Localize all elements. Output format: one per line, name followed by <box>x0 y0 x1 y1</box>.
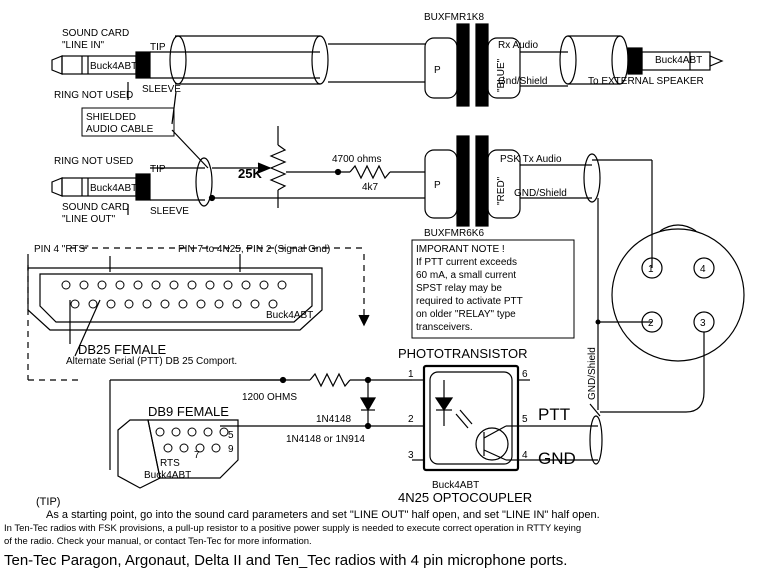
sleeve-out: SLEEVE <box>150 206 189 217</box>
note-line-1: IMPORANT NOTE ! <box>416 244 505 255</box>
pot-label: 25K <box>238 166 262 181</box>
pin7-label: PIN 7 to 4N25, PIN 2 (Signal Gnd) <box>178 244 330 255</box>
shielded-label-2: AUDIO CABLE <box>86 124 154 135</box>
important-note-box <box>411 239 575 339</box>
line-in-label: "LINE IN" <box>62 40 105 51</box>
speaker-plug <box>627 47 724 75</box>
shielded-label-1: SHIELDED <box>86 112 136 123</box>
xfmr-bottom-p: P <box>434 180 441 191</box>
opto-pin-3: 3 <box>408 450 414 461</box>
gnd-shield-vertical: GND/Shield <box>587 347 598 400</box>
opto-pin-1: 1 <box>408 369 414 380</box>
line-in-plug <box>51 35 187 85</box>
phototransistor-label: PHOTOTRANSISTOR <box>398 346 528 361</box>
red-label: "RED" <box>496 176 507 205</box>
line-out-label: "LINE OUT" <box>62 214 116 225</box>
plug-brand-speaker: Buck4ABT <box>655 55 702 66</box>
mic-pin-2: 2 <box>648 318 654 329</box>
opto-pin-6: 6 <box>522 369 528 380</box>
optocoupler-label: 4N25 OPTOCOUPLER <box>398 490 532 505</box>
mic-pin-4: 4 <box>700 264 706 275</box>
r-4700-label: 4700 ohms <box>332 154 381 165</box>
opto-brand: Buck4ABT <box>432 480 479 491</box>
potentiometer-25k <box>212 136 287 208</box>
db25-pins <box>61 280 287 309</box>
db9-pin-5: 5 <box>228 430 234 441</box>
sound-card-in: SOUND CARD <box>62 28 129 39</box>
line-out-plug <box>51 157 213 207</box>
xfmr-top-label: BUXFMR1K8 <box>424 12 484 23</box>
xfmr-bottom-label: BUXFMR6K6 <box>424 228 484 239</box>
db25-brand: Buck4ABT <box>266 310 313 321</box>
gnd-shield-top: Gnd/Shield <box>498 76 547 87</box>
mic-connector <box>611 224 745 362</box>
tip-out: TIP <box>150 164 166 175</box>
tip-line: As a starting point, go into the sound c… <box>46 509 600 521</box>
note-line-7: transceivers. <box>416 322 473 333</box>
note-line-2: If PTT current exceeds <box>416 257 517 268</box>
db9-pins <box>155 427 229 453</box>
db9-connector <box>117 419 239 489</box>
db9-label: DB9 FEMALE <box>148 404 229 419</box>
tip-in: TIP <box>150 42 166 53</box>
opto-pin-2: 2 <box>408 414 414 425</box>
diode-label: 1N4148 <box>316 414 351 425</box>
gnd-label: GND <box>538 449 576 468</box>
diagram-title: Ten-Tec Paragon, Argonaut, Delta II and … <box>4 552 568 569</box>
ext-speaker-label: To EXTERNAL SPEAKER <box>588 76 704 87</box>
db9-rts-label: RTS <box>160 458 180 469</box>
diode-alt-label: 1N4148 or 1N914 <box>286 434 365 445</box>
note-line-5: required to activate PTT <box>416 296 523 307</box>
sound-card-out: SOUND CARD <box>62 202 129 213</box>
tip-heading: (TIP) <box>36 496 61 508</box>
r-4k7-label: 4k7 <box>362 182 379 193</box>
note-line-4: SPST relay may be <box>416 283 502 294</box>
db9-pin-7: 7 <box>194 450 200 461</box>
ptt-label: PTT <box>538 405 570 424</box>
fsk-line-1: In Ten-Tec radios with FSK provisions, a… <box>4 523 582 534</box>
opto-pin-4: 4 <box>522 450 528 461</box>
mic-pin-3: 3 <box>700 318 706 329</box>
db25-label: DB25 FEMALE <box>78 342 166 357</box>
plug-brand-in: Buck4ABT <box>90 61 137 72</box>
ring-not-used-in: RING NOT USED <box>54 90 133 101</box>
transformer-blue <box>424 23 521 107</box>
db25-alt-label: Alternate Serial (PTT) DB 25 Comport. <box>66 356 237 367</box>
xfmr-top-p: P <box>434 65 441 76</box>
resistor-4k7 <box>286 164 425 180</box>
db9-brand: Buck4ABT <box>144 470 191 481</box>
db9-pin-9: 9 <box>228 444 234 455</box>
opto-pin-5: 5 <box>522 414 528 425</box>
psk-tx-label: PSK Tx Audio <box>500 154 562 165</box>
blue-label: "BLUE" <box>496 58 507 92</box>
note-line-3: 60 mA, a small current <box>416 270 516 281</box>
gnd-shield-bottom: GND/Shield <box>514 188 567 199</box>
shielded-cable-callout <box>81 107 175 137</box>
diode-1n4148 <box>359 380 377 426</box>
fsk-line-2: of the radio. Check your manual, or cont… <box>4 536 312 547</box>
note-line-6: on older "RELAY" type <box>416 309 516 320</box>
pin4-rts-label: PIN 4 "RTS" <box>34 244 89 255</box>
r-1200-label: 1200 OHMS <box>242 392 297 403</box>
mic-pin-1: 1 <box>648 264 654 275</box>
sleeve-in: SLEEVE <box>142 84 181 95</box>
transformer-red <box>424 135 521 227</box>
optocoupler-4n25 <box>412 364 530 472</box>
rx-audio-label: Rx Audio <box>498 40 538 51</box>
plug-brand-out: Buck4ABT <box>90 183 137 194</box>
ring-not-used-out: RING NOT USED <box>54 156 133 167</box>
